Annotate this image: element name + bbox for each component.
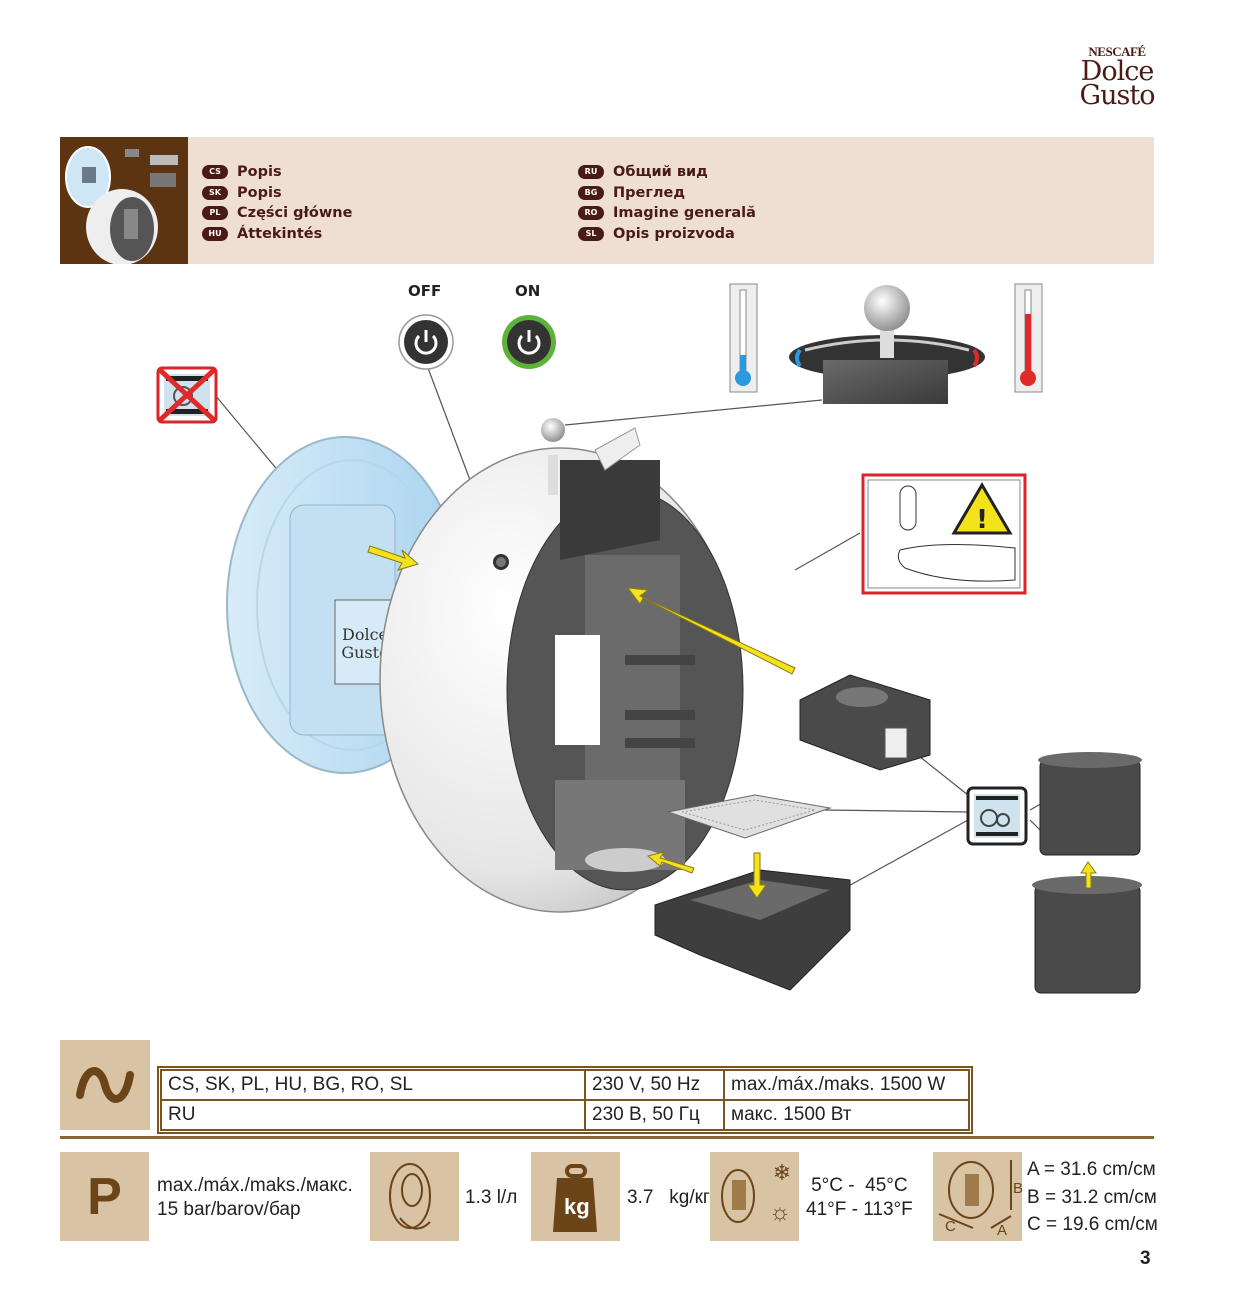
lang-label: Áttekintés	[237, 225, 323, 242]
drip-grid	[666, 794, 832, 839]
lang-label: Popis	[237, 164, 282, 181]
arrow-tray	[747, 852, 767, 899]
power-button-on-icon	[502, 315, 556, 369]
lang-item-ro: RO Imagine generală	[578, 203, 756, 224]
dimensions-spec: A = 31.6 cm/см B = 31.2 cm/см C = 19.6 c…	[1027, 1156, 1158, 1239]
header-band	[60, 137, 1154, 264]
exploded-machine-diagram: Dolce Gusto	[156, 283, 1142, 994]
drip-tray	[654, 869, 851, 991]
cup-holder-top	[1038, 752, 1142, 856]
lang-label: Imagine generală	[613, 205, 756, 222]
on-label: ON	[515, 282, 541, 300]
voltage-cell: 230 В, 50 Гц	[584, 1099, 725, 1131]
language-list-right: RU Общий вид BG Преглед RO Imagine generală…	[578, 162, 756, 244]
lang-badge: SK	[202, 185, 228, 200]
lang-label: Popis	[237, 184, 282, 201]
dim-a: A = 31.6 cm/см	[1027, 1159, 1156, 1180]
voltage-cell: 230 V, 50 Hz	[584, 1069, 725, 1101]
lang-badge: HU	[202, 226, 228, 241]
water-tank-icon	[370, 1152, 459, 1241]
temperature-range-icon: ❄ ☼	[710, 1152, 799, 1241]
table-row: RU 230 В, 50 Гц макс. 1500 Вт	[160, 1099, 970, 1131]
lang-badge: RO	[578, 206, 604, 221]
lang-badge: PL	[202, 206, 228, 221]
lang-item-sk: SK Popis	[202, 183, 352, 204]
section-divider	[60, 1136, 1154, 1139]
lang-label: Преглед	[613, 184, 686, 201]
dimensions-icon: C A B	[933, 1152, 1024, 1241]
lang-item-ru: RU Общий вид	[578, 162, 756, 183]
lang-badge: RU	[578, 165, 604, 180]
off-label: OFF	[408, 282, 442, 300]
lever-icon	[789, 285, 985, 404]
dim-label-b: B	[1013, 1180, 1024, 1197]
hot-thermometer-icon	[1014, 283, 1043, 393]
lang-item-bg: BG Преглед	[578, 183, 756, 204]
capsule-holder	[799, 674, 931, 771]
pressure-line2: 15 bar/barov/бар	[157, 1199, 301, 1220]
cup-holder-bottom	[1032, 876, 1142, 994]
pressure-spec: max./máx./maks./макс. 15 bar/barov/бар	[157, 1174, 353, 1222]
snowflake-icon: ❄	[773, 1160, 791, 1185]
lang-badge: CS	[202, 165, 228, 180]
arrow-cup	[1080, 861, 1097, 889]
pressure-letter: P	[87, 1167, 122, 1226]
svg-text:Dolce: Dolce	[342, 625, 388, 644]
dim-c: C = 19.6 cm/см	[1027, 1214, 1158, 1235]
power-cell: max./máx./maks. 1500 W	[723, 1069, 970, 1101]
dishwasher-safe-icon	[966, 786, 1028, 846]
table-row: CS, SK, PL, HU, BG, RO, SL 230 V, 50 Hz …	[160, 1069, 970, 1101]
logo-gusto: Gusto	[1079, 80, 1156, 111]
temperature-spec: 5°C - 45°C 41°F - 113°F	[806, 1174, 913, 1222]
machine-thumbnail	[60, 137, 188, 264]
arrow-tank	[367, 545, 420, 571]
lang-badge: BG	[578, 185, 604, 200]
power-button-off-icon	[398, 314, 454, 370]
countries-cell: CS, SK, PL, HU, BG, RO, SL	[160, 1069, 586, 1101]
dim-b: B = 31.2 cm/см	[1027, 1186, 1157, 1208]
temp-celsius: 5°C - 45°C	[811, 1175, 908, 1196]
power-cell: макс. 1500 Вт	[723, 1099, 970, 1131]
pressure-icon: P	[60, 1152, 149, 1241]
language-list-left: CS Popis SK Popis PL Części główne HU Átteki…	[202, 162, 352, 244]
logo-dolce: Dolce	[1080, 56, 1155, 87]
lang-label: Opis proizvoda	[613, 225, 735, 242]
lang-item-hu: HU Áttekintés	[202, 224, 352, 245]
lang-label: Części główne	[237, 205, 353, 222]
weight-spec: 3.7 kg/кг	[627, 1187, 710, 1208]
logo-nescafe: NESCAFÉ	[1088, 44, 1146, 59]
machine-body	[379, 418, 744, 913]
ac-power-icon	[60, 1040, 150, 1130]
svg-text:!: !	[976, 505, 988, 535]
dim-label-a: A	[997, 1222, 1008, 1239]
no-dishwasher-icon	[156, 366, 218, 424]
lang-item-pl: PL Części główne	[202, 203, 352, 224]
page-number: 3	[1140, 1248, 1151, 1269]
assembly-arrows	[367, 545, 1097, 899]
weight-icon-label: kg	[564, 1194, 590, 1219]
pressure-line1: max./máx./maks./макс.	[157, 1175, 353, 1196]
lang-item-cs: CS Popis	[202, 162, 352, 183]
cold-thermometer-icon	[729, 283, 758, 393]
power-spec-table: CS, SK, PL, HU, BG, RO, SL 230 V, 50 Hz …	[157, 1066, 973, 1134]
countries-cell: RU	[160, 1099, 586, 1131]
arrow-grid	[646, 851, 695, 874]
tank-capacity: 1.3 l/л	[465, 1187, 518, 1208]
arrow-capsule-holder	[626, 587, 796, 675]
svg-text:Gusto: Gusto	[341, 643, 388, 662]
lang-label: Общий вид	[613, 164, 708, 181]
hot-liquid-warning-icon: !	[861, 473, 1027, 595]
lang-item-sl: SL Opis proizvoda	[578, 224, 756, 245]
dolce-gusto-logo: NESCAFÉ Dolce Gusto	[1072, 44, 1162, 111]
weight-icon: kg	[531, 1152, 620, 1241]
sun-icon: ☼	[769, 1199, 791, 1226]
temp-fahrenheit: 41°F - 113°F	[806, 1199, 913, 1220]
lang-badge: SL	[578, 226, 604, 241]
dim-label-c: C	[945, 1218, 956, 1235]
